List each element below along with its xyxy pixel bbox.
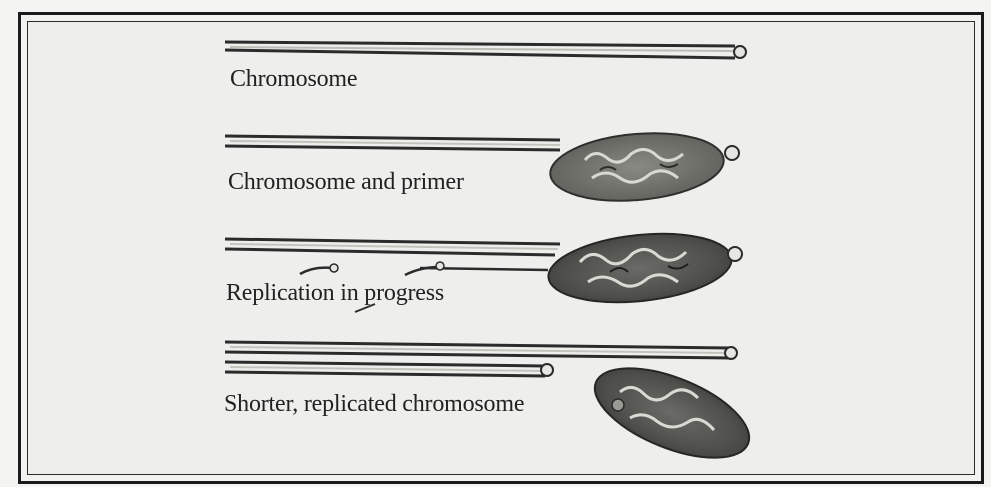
label-chromosome-and-primer: Chromosome and primer — [228, 169, 464, 196]
label-replication-in-progress: Replication in progress — [226, 280, 444, 307]
stage2-chromosome-with-primer — [225, 136, 560, 150]
stage2-primer-enzyme — [547, 127, 739, 208]
stage4-released-enzyme — [583, 350, 761, 476]
label-chromosome: Chromosome — [230, 66, 357, 93]
label-shorter-replicated-chromosome: Shorter, replicated chromosome — [224, 391, 524, 418]
stage4-replicated-strands — [225, 342, 737, 376]
stage1-chromosome-strands — [225, 42, 746, 58]
stage3-polymerase-enzyme — [545, 226, 742, 311]
